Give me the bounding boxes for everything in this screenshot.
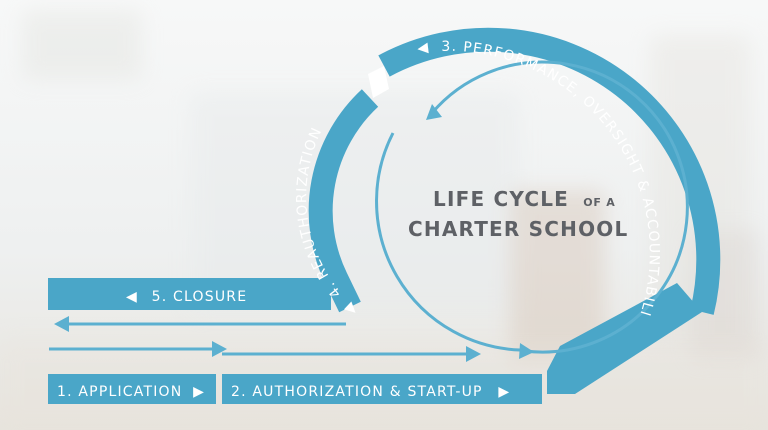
- application-line-arrowhead: [212, 341, 227, 357]
- authorization-line-arrowhead: [466, 346, 481, 362]
- inner-return-line: [375, 132, 521, 352]
- center-title-of-a: OF A: [583, 196, 615, 209]
- authorization-band: [222, 374, 542, 404]
- closure-line-arrowhead: [54, 316, 69, 332]
- authorization-right-arrow-icon: ▶: [498, 384, 510, 400]
- cycle-line: [430, 60, 689, 354]
- application-text: 1. APPLICATION: [57, 384, 182, 400]
- inner-return-line-arrowhead: [519, 343, 534, 359]
- center-title-life-cycle: LIFE CYCLE: [433, 187, 569, 211]
- performance-left-arrow-icon: ◀: [416, 40, 430, 57]
- cycle-line-arrowhead: [426, 104, 442, 120]
- application-right-arrow-icon: ▶: [193, 384, 205, 400]
- center-title-line-1: LIFE CYCLE OF A: [433, 187, 616, 211]
- authorization-text: 2. AUTHORIZATION & START-UP: [231, 384, 483, 400]
- closure-label: ◀ 5. CLOSURE: [126, 289, 247, 305]
- authorization-label: 2. AUTHORIZATION & START-UP ▶: [231, 384, 510, 400]
- center-title-line-2: CHARTER SCHOOL: [408, 217, 628, 241]
- application-band: [48, 374, 216, 404]
- flow-lines: [49, 60, 689, 362]
- performance-band-tail: [547, 283, 702, 394]
- reauthorization-band: [308, 89, 379, 313]
- closure-band: [48, 278, 331, 310]
- closure-text: 5. CLOSURE: [152, 289, 248, 305]
- closure-left-arrow-icon: ◀: [126, 289, 138, 305]
- band-gap: [368, 66, 389, 98]
- application-label: 1. APPLICATION ▶: [57, 384, 205, 400]
- center-title: LIFE CYCLE OF A CHARTER SCHOOL: [408, 187, 628, 241]
